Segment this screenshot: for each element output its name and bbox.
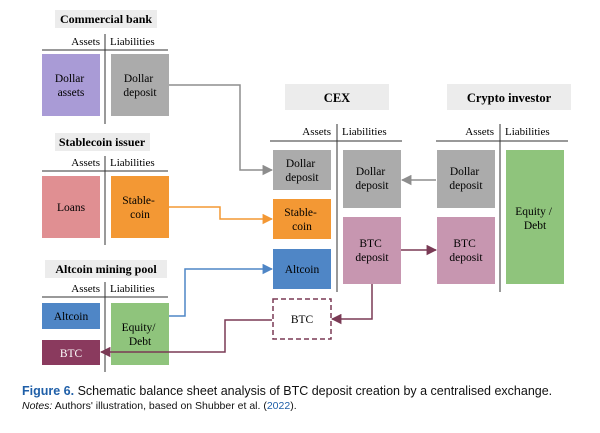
altcoin-pool-assets-label: Assets	[71, 283, 100, 295]
cex-dollar-deposit-liab-box	[343, 150, 401, 208]
altcoin-mining-pool-sheet: Altcoin mining pool Assets Liabilities A…	[42, 260, 169, 372]
dollar-assets-label: Dollar assets	[55, 73, 87, 99]
cex-dollar-deposit-liab-label: Dollar deposit	[355, 166, 389, 192]
investor-equity-debt-box	[506, 150, 564, 284]
notes-year-link[interactable]: 2022	[266, 400, 291, 412]
pool-btc-label: BTC	[60, 348, 83, 360]
caption-title-line: Figure 6. Schematic balance sheet analys…	[22, 384, 592, 398]
cex-assets-label: Assets	[302, 126, 331, 138]
crypto-investor-sheet: Crypto investor Assets Liabilities Dolla…	[436, 84, 571, 292]
stablecoin-issuer-sheet: Stablecoin issuer Assets Liabilities Loa…	[42, 133, 169, 245]
altcoin-pool-liabilities-label: Liabilities	[110, 283, 155, 295]
notes-end: ).	[290, 400, 297, 412]
arrow-cex-btc-to-pool	[99, 319, 272, 358]
cex-dollar-deposit-asset-label: Dollar deposit	[285, 158, 319, 184]
figure-label: Figure 6.	[22, 384, 75, 398]
crypto-investor-title: Crypto investor	[467, 91, 552, 105]
loans-label: Loans	[57, 202, 86, 214]
arrow-btc-deposit-to-cex-btc	[330, 284, 373, 325]
issuer-stablecoin-label: Stable- coin	[122, 195, 157, 221]
bank-dollar-deposit-label: Dollar deposit	[123, 73, 157, 99]
stablecoin-issuer-assets-label: Assets	[71, 157, 100, 169]
cex-header	[285, 84, 389, 110]
investor-btc-deposit-box	[437, 217, 495, 284]
pool-equity-debt-box	[111, 303, 169, 365]
figure-text: Schematic balance sheet analysis of BTC …	[77, 384, 553, 398]
cex-btc-deposit-liab-label: BTC deposit	[355, 238, 389, 264]
arrow-stablecoin-to-cex	[169, 206, 274, 225]
crypto-investor-header	[447, 84, 571, 110]
stablecoin-issuer-title: Stablecoin issuer	[59, 135, 146, 149]
cex-sheet: CEX Assets Liabilities Dollar deposit St…	[270, 84, 402, 340]
caption-notes-line: Notes: Authors' illustration, based on S…	[22, 400, 592, 412]
commercial-bank-header	[55, 10, 157, 28]
issuer-stablecoin-box	[111, 176, 169, 238]
cex-title: CEX	[324, 91, 350, 105]
notes-label: Notes:	[22, 400, 53, 412]
investor-dollar-deposit-box	[437, 150, 495, 208]
commercial-bank-title: Commercial bank	[60, 12, 152, 26]
investor-btc-deposit-label: BTC deposit	[449, 238, 483, 264]
pool-btc-box	[42, 340, 100, 365]
cex-altcoin-asset-box	[273, 249, 331, 289]
figure-caption: Figure 6. Schematic balance sheet analys…	[22, 384, 592, 412]
cex-stablecoin-asset-label: Stable- coin	[284, 207, 319, 233]
arrow-altcoin-to-cex	[169, 263, 274, 317]
commercial-bank-sheet: Commercial bank Assets Liabilities Dolla…	[42, 10, 169, 124]
crypto-investor-liabilities-label: Liabilities	[505, 126, 550, 138]
crypto-investor-assets-label: Assets	[465, 126, 494, 138]
cex-btc-deposit-liab-box	[343, 217, 401, 284]
dollar-assets-box	[42, 54, 100, 116]
stablecoin-issuer-header	[55, 133, 150, 151]
arrow-bank-deposit-to-cex	[169, 84, 274, 176]
balance-sheet-diagram: Commercial bank Assets Liabilities Dolla…	[42, 10, 571, 372]
bank-dollar-deposit-box	[111, 54, 169, 116]
cex-liabilities-label: Liabilities	[342, 126, 387, 138]
pool-altcoin-label: Altcoin	[54, 311, 89, 323]
stablecoin-issuer-liabilities-label: Liabilities	[110, 157, 155, 169]
cex-btc-asset-box	[272, 298, 332, 340]
notes-text: Authors' illustration, based on Shubber …	[54, 400, 267, 412]
cex-btc-asset-label: BTC	[291, 314, 314, 326]
commercial-bank-assets-label: Assets	[71, 36, 100, 48]
investor-dollar-deposit-label: Dollar deposit	[449, 166, 483, 192]
cex-altcoin-asset-label: Altcoin	[285, 264, 320, 276]
altcoin-pool-header	[45, 260, 167, 278]
commercial-bank-liabilities-label: Liabilities	[110, 36, 155, 48]
pool-equity-debt-label: Equity/ Debt	[122, 322, 159, 348]
loans-box	[42, 176, 100, 238]
pool-altcoin-box	[42, 303, 100, 329]
cex-dollar-deposit-asset-box	[273, 150, 331, 190]
investor-equity-debt-label: Equity / Debt	[515, 206, 555, 232]
altcoin-pool-title: Altcoin mining pool	[55, 262, 157, 276]
cex-stablecoin-asset-box	[273, 199, 331, 239]
